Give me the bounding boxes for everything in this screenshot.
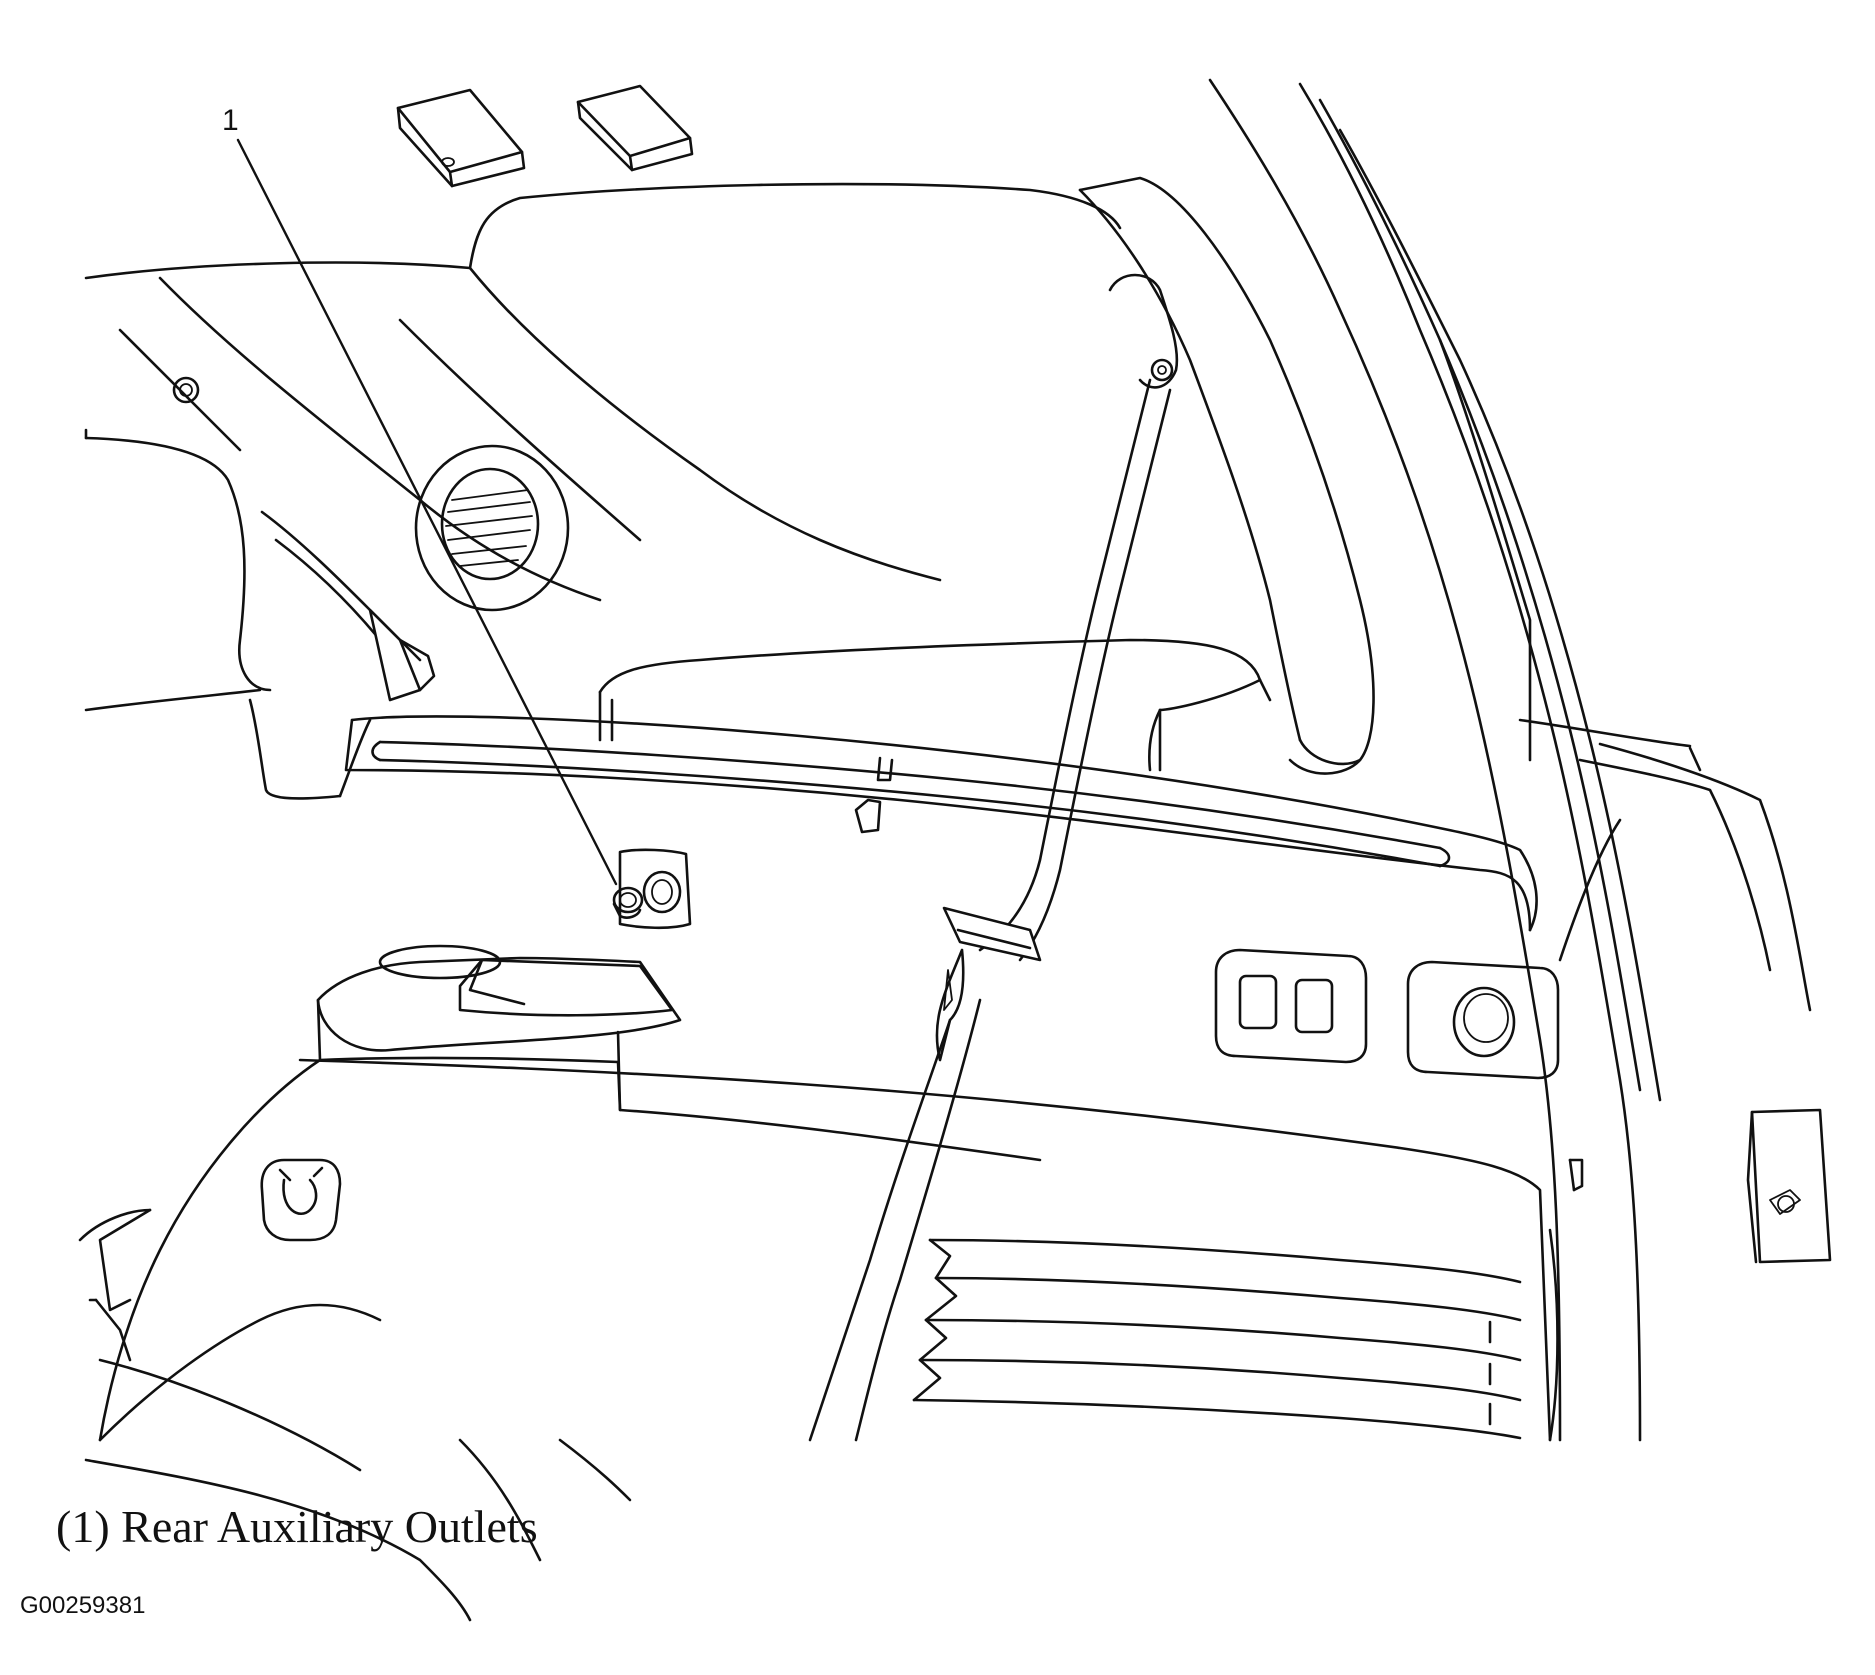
upper-quarter-panel: [84, 182, 1122, 712]
hatch-opening: [1208, 78, 1832, 1442]
speaker-grille: [414, 444, 570, 612]
figure-id: G00259381: [20, 1592, 146, 1619]
switch-panel-left: [1214, 948, 1368, 1064]
switch-panel-right: [1406, 960, 1560, 1080]
cargo-rail: [344, 715, 1538, 932]
figure-caption: (1) Rear Auxiliary Outlets: [56, 1501, 538, 1552]
rear-vents: [912, 1228, 1559, 1442]
floor-area: [84, 1358, 632, 1622]
cargo-cover: [598, 638, 1272, 772]
left-side-trim: [248, 510, 436, 800]
roof-blocks: [396, 84, 694, 188]
callout-leader-line: [236, 138, 618, 886]
seat-belt: [808, 358, 1174, 1442]
lower-side-panel: [78, 1058, 1584, 1442]
rear-pillar-trim: [1078, 176, 1375, 775]
rear-auxiliary-outlet: [612, 848, 692, 930]
callout-number: 1: [222, 104, 239, 137]
rear-console: [316, 944, 682, 1112]
